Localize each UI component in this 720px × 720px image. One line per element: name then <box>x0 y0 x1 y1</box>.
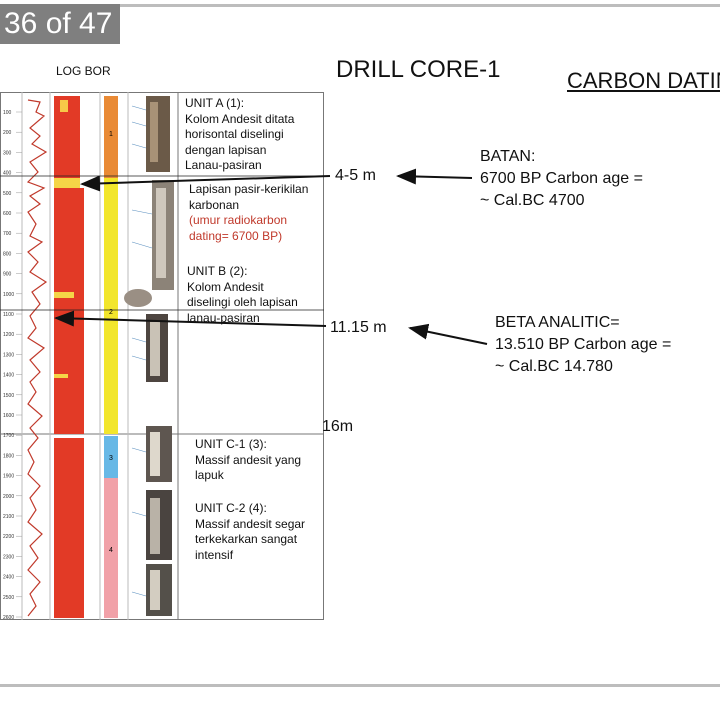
unit-column-1 <box>104 96 118 178</box>
unit-b-line: Kolom Andesit <box>187 279 264 294</box>
unit-a-line: horisontal diselingi <box>185 127 284 141</box>
unit-column-3 <box>104 436 118 478</box>
unit-number-2: 2 <box>109 309 113 316</box>
depth-tick-label: 1400 <box>3 373 14 379</box>
unit-c2-description: UNIT C-2 (4): Massif andesit segar terke… <box>195 501 305 563</box>
depth-tick-label: 2600 <box>3 615 14 620</box>
unit-c1-description: UNIT C-1 (3): Massif andesit yang lapuk <box>195 437 301 484</box>
lithology-unit-c <box>54 438 84 618</box>
depth-tick-label: 1600 <box>3 413 14 419</box>
batan-lab: BATAN: <box>480 148 536 165</box>
depth-tick-label: 1300 <box>3 352 14 358</box>
unit-b-line: lanau-pasiran <box>187 310 260 325</box>
depth-tick-label: 2500 <box>3 595 14 601</box>
depth-tick-label: 500 <box>3 191 12 197</box>
unit-a-line: dengan lapisan <box>185 142 267 157</box>
depth-tick-label: 2200 <box>3 534 14 540</box>
depth-tick-label: 1500 <box>3 393 14 399</box>
radiocarbon-note: (umur radiokarbon <box>189 213 288 227</box>
unit-c1-line: Massif andesit yang <box>195 452 302 467</box>
depth-tick-label: 1100 <box>3 312 14 318</box>
unit-number-3: 3 <box>109 455 113 462</box>
depth-tick-label: 1700 <box>3 433 14 439</box>
depth-tick-label: 1000 <box>3 292 14 298</box>
arrow-to-sand-layer <box>80 175 331 192</box>
sand-layer-line: Lapisan pasir-kerikilan <box>189 182 309 196</box>
depth-tick-label: 1800 <box>3 453 14 459</box>
unit-number-4: 4 <box>109 547 113 554</box>
unit-c1-title: UNIT C-1 (3): <box>195 437 267 451</box>
depth-tick-label: 700 <box>3 231 12 237</box>
log-bor-label: LOG BOR <box>56 64 111 78</box>
depth-tick-label: 2000 <box>3 494 14 500</box>
depth-marker-11-15m: 11.15 m <box>330 319 387 336</box>
depth-tick-label: 1900 <box>3 474 14 480</box>
sand-layer-description: Lapisan pasir-kerikilan karbonan (umur r… <box>189 182 308 244</box>
batan-result: BATAN: 6700 BP Carbon age = ~ Cal.BC 470… <box>480 146 643 212</box>
batan-age: 6700 BP Carbon age = <box>480 170 643 187</box>
borehole-log-figure: 100 200 300 400 500 600 700 800 900 1000 1100 1200 1… <box>0 92 324 620</box>
sand-layer-line: karbonan <box>189 197 240 212</box>
unit-column-4 <box>104 478 118 618</box>
slide-counter: 36 of 47 <box>0 4 120 44</box>
depth-tick-label: 800 <box>3 251 12 257</box>
lithology-sand-layer <box>54 178 80 188</box>
depth-tick-label: 200 <box>3 130 12 136</box>
depth-tick-label: 2300 <box>3 554 14 560</box>
unit-b-line: diselingi oleh lapisan <box>187 295 298 309</box>
beta-result: BETA ANALITIC= 13.510 BP Carbon age = ~ … <box>495 312 671 378</box>
bottom-rule <box>0 684 720 687</box>
carbon-dating-title: CARBON DATIN <box>567 68 720 93</box>
top-rule <box>120 4 720 7</box>
unit-b-description: UNIT B (2): Kolom Andesit diselingi oleh… <box>187 264 298 326</box>
depth-marker-4-5m: 4-5 m <box>335 167 376 184</box>
unit-a-line: Kolom Andesit ditata <box>185 111 295 126</box>
unit-a-title: UNIT A (1): <box>185 96 245 110</box>
depth-tick-label: 300 <box>3 150 12 156</box>
unit-c2-line: intensif <box>195 547 234 562</box>
depth-tick-label: 400 <box>3 171 12 177</box>
arrow-beta <box>408 323 488 345</box>
beta-age: 13.510 BP Carbon age = <box>495 336 672 353</box>
unit-column-2 <box>104 178 118 434</box>
unit-c2-line: terkekarkan sangat <box>195 532 298 546</box>
depth-tick-label: 1200 <box>3 332 14 338</box>
beta-lab: BETA ANALITIC= <box>495 314 620 331</box>
depth-marker-16m: 16m <box>322 418 354 435</box>
beta-cal: ~ Cal.BC 14.780 <box>495 358 613 375</box>
depth-tick-label: 600 <box>3 211 12 217</box>
unit-number-1: 1 <box>109 131 113 138</box>
core-sample-photo <box>124 289 152 307</box>
unit-c2-title: UNIT C-2 (4): <box>195 501 267 515</box>
depth-tick-label: 100 <box>3 110 12 116</box>
unit-a-description: UNIT A (1): Kolom Andesit ditata horison… <box>185 96 294 174</box>
depth-tick-label: 2100 <box>3 514 14 520</box>
depth-tick-label: 2400 <box>3 575 14 581</box>
unit-a-line: Lanau-pasiran <box>185 158 262 172</box>
arrow-to-11-15m <box>54 310 327 327</box>
depth-tick-label: 900 <box>3 272 12 278</box>
batan-cal: ~ Cal.BC 4700 <box>480 192 585 209</box>
arrow-batan <box>396 168 473 185</box>
unit-c2-line: Massif andesit segar <box>195 516 306 531</box>
depth-tick-labels: 100 200 300 400 500 600 700 800 900 1000 1100 1200 1… <box>3 110 22 620</box>
unit-c1-line: lapuk <box>195 468 224 482</box>
page-title: DRILL CORE-1 <box>336 56 501 83</box>
radiocarbon-note: dating= 6700 BP) <box>189 228 283 243</box>
unit-b-title: UNIT B (2): <box>187 264 248 278</box>
